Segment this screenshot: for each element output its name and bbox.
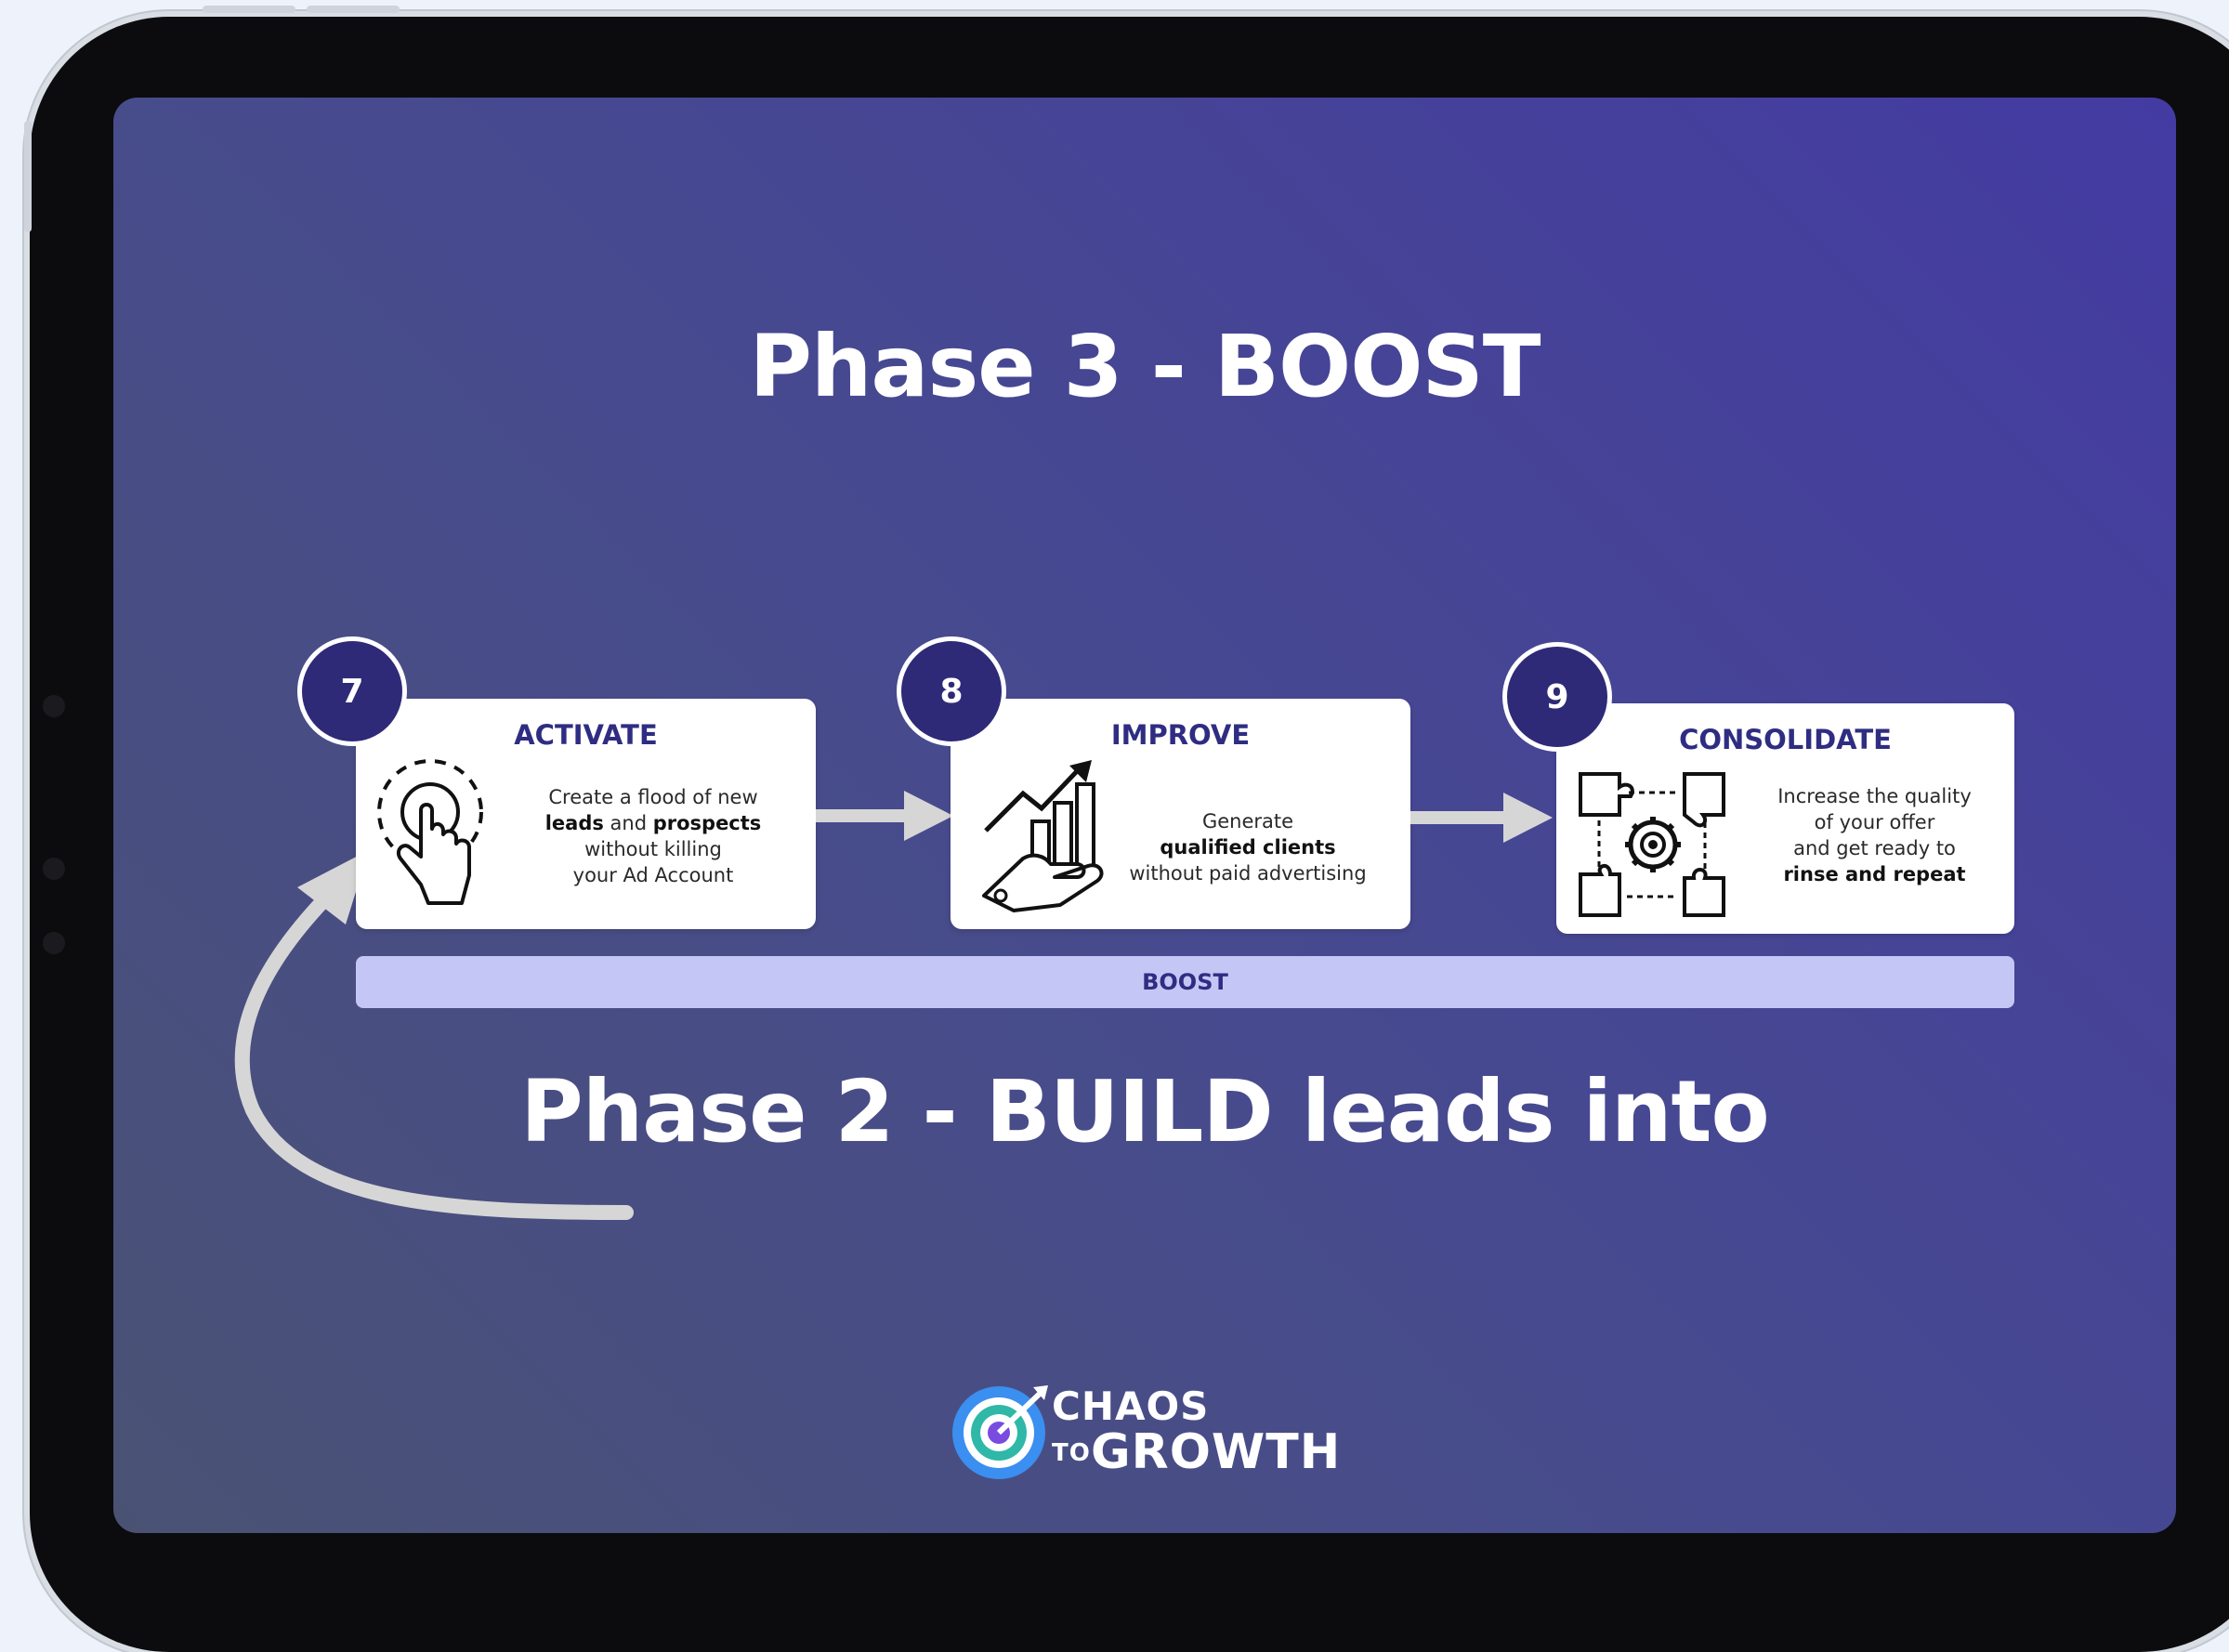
step-description: Generate qualified clients without paid … — [1129, 810, 1367, 885]
page-title: Phase 3 - BOOST — [749, 317, 1541, 416]
step-title: IMPROVE — [1110, 719, 1251, 751]
volume-button — [307, 6, 400, 13]
sensor-dot — [43, 858, 65, 880]
slide-screen: Phase 3 - BOOST ACTIVATE Create a flood … — [113, 98, 2176, 1533]
boost-bar: BOOST — [356, 956, 2014, 1008]
subtitle: Phase 2 - BUILD leads into — [520, 1062, 1769, 1161]
step-description: Create a flood of new leads and prospect… — [544, 786, 762, 886]
step-title: ACTIVATE — [514, 719, 658, 751]
puzzle-gear-icon — [1579, 772, 1725, 917]
target-logo-icon — [952, 1385, 1048, 1479]
sensor-dot — [43, 932, 65, 954]
camera-dot — [43, 695, 65, 717]
logo-word-to: TO — [1052, 1439, 1091, 1467]
logo-word-chaos: CHAOS — [1052, 1383, 1210, 1429]
curved-arrow-icon — [234, 850, 634, 1220]
volume-button — [203, 6, 295, 13]
growth-chart-hand-icon — [982, 760, 1104, 912]
arrow-right-icon — [816, 791, 953, 841]
step-number-badge: 7 — [297, 636, 407, 746]
chaos-to-growth-logo: CHAOS TO GROWTH — [948, 1382, 1375, 1484]
logo-word-growth: GROWTH — [1091, 1424, 1342, 1480]
step-card-improve: IMPROVE Generate qualified clients witho… — [951, 699, 1410, 929]
step-number-badge: 8 — [897, 636, 1006, 746]
arrow-right-icon — [1410, 793, 1553, 843]
step-number-badge: 9 — [1502, 642, 1612, 752]
step-description: Increase the quality of your offer and g… — [1777, 785, 1972, 885]
step-card-consolidate: CONSOLIDATE Increase the quality of your… — [1556, 703, 2014, 934]
step-title: CONSOLIDATE — [1679, 724, 1892, 755]
step-card-activate: ACTIVATE Create a flood of new leads and… — [356, 699, 816, 929]
power-button — [24, 121, 32, 232]
tap-hand-icon — [377, 759, 483, 905]
